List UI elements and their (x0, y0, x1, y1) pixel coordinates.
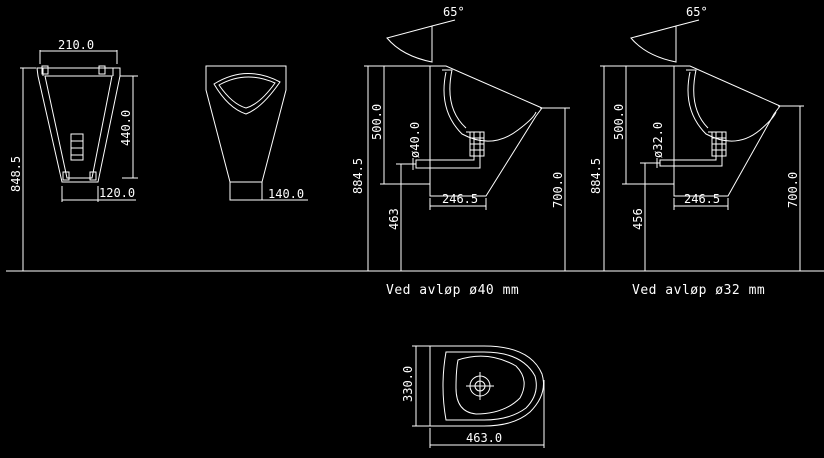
rear-view-bowl (213, 73, 281, 115)
dim-top-width-label: 463.0 (466, 431, 502, 445)
pipe-diameter-40-label: ø40.0 (408, 122, 422, 158)
side-view-32-bowl (687, 71, 777, 142)
dim-depth-40-label: 246.5 (442, 192, 478, 206)
dim-outlet-height-32-label: 456 (631, 208, 645, 230)
dim-top-depth-label: 330.0 (401, 366, 415, 402)
side-view-32-outline (673, 65, 781, 197)
front-view: 210.0 120.0 440.0 848.5 (9, 38, 138, 271)
front-view-bracket-left (41, 65, 49, 75)
top-view-outline (429, 345, 544, 427)
top-view: 330.0 463.0 (401, 345, 545, 448)
angle-label-32: 65° (686, 5, 708, 19)
dim-upper-height-32-label: 500.0 (612, 104, 626, 140)
dim-width-bottom-label: 120.0 (99, 186, 135, 200)
dim-height-total-label: 848.5 (9, 156, 23, 192)
top-view-bowl (455, 355, 525, 415)
dim-rear-width-label: 140.0 (268, 187, 304, 201)
pipe-diameter-32-label: ø32.0 (651, 122, 665, 158)
caption-40: Ved avløp ø40 mm (386, 283, 519, 298)
dim-upper-height-40-label: 500.0 (370, 104, 384, 140)
dim-total-height-32-label: 884.5 (589, 158, 603, 194)
front-view-drain-pipe (70, 133, 84, 161)
front-view-inner-outline (44, 75, 113, 179)
front-view-bracket-right (98, 65, 106, 75)
side-view-40-outline (429, 65, 543, 197)
dim-depth-32-label: 246.5 (684, 192, 720, 206)
caption-32: Ved avløp ø32 mm (632, 283, 765, 298)
dim-outlet-height-40-label: 463 (387, 208, 401, 230)
side-view-32: 65° 884.5 500.0 ø32.0 456 246.5 700.0 Ve… (589, 5, 804, 298)
rear-view-outline (205, 65, 287, 183)
front-view-outline (36, 67, 121, 183)
angle-arc-32 (630, 25, 677, 63)
side-view-40-bowl (443, 71, 537, 142)
dim-mount-height-40-label: 700.0 (551, 172, 565, 208)
dim-mount-height-32-label: 700.0 (786, 172, 800, 208)
rear-view-outlet (229, 181, 263, 201)
rear-view: 140.0 (205, 65, 308, 201)
angle-label-40: 65° (443, 5, 465, 19)
angle-arc-40 (386, 25, 433, 63)
side-view-40: 65° 884.5 500.0 ø40.0 463 246.5 700.0 Ve… (351, 5, 570, 298)
dim-height-inner-label: 440.0 (119, 110, 133, 146)
dim-width-top-label: 210.0 (58, 38, 94, 52)
dim-total-height-40-label: 884.5 (351, 158, 365, 194)
